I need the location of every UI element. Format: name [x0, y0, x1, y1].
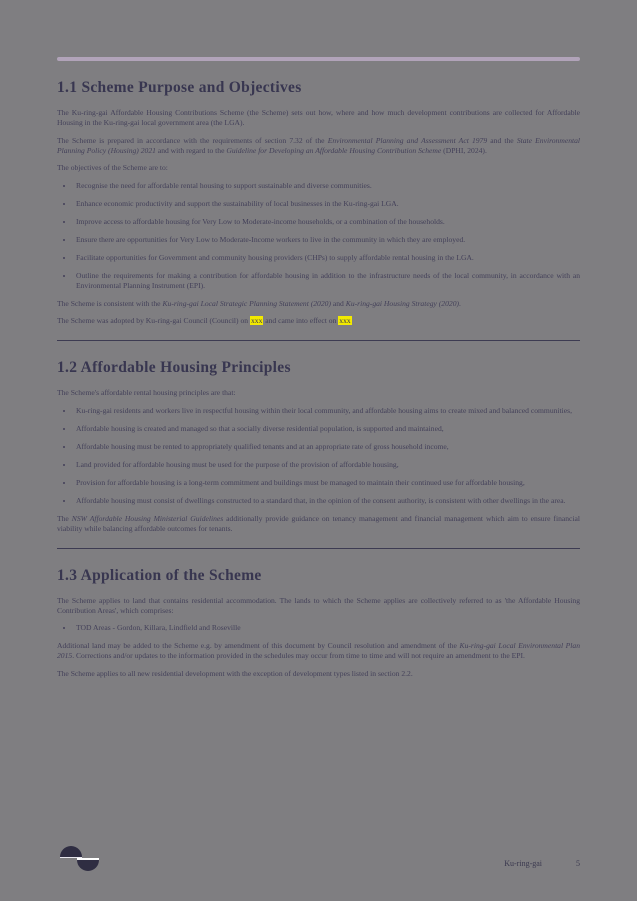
wave-logo-icon — [60, 845, 102, 871]
section-divider — [57, 547, 580, 549]
footer-text: Ku-ring-gai 5 — [504, 859, 580, 868]
footer-site-name: Ku-ring-gai — [504, 859, 542, 868]
list-item: Recognise the need for affordable rental… — [74, 181, 580, 191]
document-content: 1.1 Scheme Purpose and Objectives The Ku… — [57, 57, 580, 686]
page-footer: Ku-ring-gai 5 — [57, 845, 580, 875]
policy-title-text: State Environmental Planning Policy (Hou… — [57, 135, 581, 155]
strategy-title-text: Ku-ring-gai Local Strategic Planning Sta… — [162, 298, 331, 308]
text-segment: The Scheme is prepared in accordance wit… — [57, 135, 328, 145]
placeholder-date-highlight: xxx — [338, 316, 352, 326]
text-segment: (DPHI, 2024). — [441, 145, 487, 155]
text-segment: The — [57, 513, 72, 523]
list-item: Outline the requirements for making a co… — [74, 271, 580, 291]
section-heading-1-1: 1.1 Scheme Purpose and Objectives — [57, 79, 302, 96]
footer-page-number: 5 — [576, 859, 580, 868]
text-segment: and with regard to the — [155, 145, 227, 155]
wave-logo-bottom-half — [77, 858, 99, 871]
paragraph-principles-intro: The Scheme's affordable rental housing p… — [57, 388, 236, 398]
paragraph-scheme-preparation: The Scheme is prepared in accordance wit… — [57, 136, 580, 156]
strategy-title-text: Ku-ring-gai Housing Strategy (2020) — [345, 298, 460, 308]
list-item: Ku-ring-gai residents and workers live i… — [74, 406, 580, 416]
list-item: Provision for affordable housing is a lo… — [74, 478, 580, 488]
wave-logo-top-half — [60, 846, 82, 858]
section-affordable-housing-principles: 1.2 Affordable Housing Principles The Sc… — [57, 359, 580, 534]
text-segment: . Corrections and/or updates to the info… — [72, 651, 525, 661]
paragraph-ministerial-guidelines: The NSW Affordable Housing Ministerial G… — [57, 514, 580, 534]
paragraph-objectives-intro: The objectives of the Scheme are to: — [57, 163, 168, 173]
list-item: Affordable housing is created and manage… — [74, 424, 580, 434]
section-heading-1-2: 1.2 Affordable Housing Principles — [57, 359, 291, 377]
lep-title-text: Ku-ring-gai Local Environmental Plan 201… — [57, 641, 581, 661]
list-item: Enhance economic productivity and suppor… — [74, 199, 580, 209]
paragraph-adoption: The Scheme was adopted by Ku-ring-gai Co… — [57, 316, 580, 326]
placeholder-date-highlight: xxx — [249, 316, 264, 326]
text-segment: additionally provide guidance on tenancy… — [57, 513, 580, 533]
list-item: Ensure there are opportunities for Very … — [74, 235, 580, 245]
guideline-title-text: Guideline for Developing an Affordable H… — [226, 145, 442, 155]
text-segment: . — [459, 298, 461, 308]
text-segment: and the — [487, 135, 517, 145]
list-item: Land provided for affordable housing mus… — [74, 460, 580, 470]
section-divider — [57, 340, 580, 342]
paragraph-additional-land: Additional land may be added to the Sche… — [57, 641, 580, 661]
paragraph-application-scope: The Scheme applies to all new residentia… — [57, 668, 413, 678]
header-accent-bar — [57, 57, 580, 61]
list-item: Facilitate opportunities for Government … — [74, 253, 580, 263]
paragraph-application-intro: The Scheme applies to land that contains… — [57, 595, 580, 615]
paragraph-consistency: The Scheme is consistent with the Ku-rin… — [57, 299, 580, 309]
objectives-list: Recognise the need for affordable rental… — [57, 181, 580, 291]
principles-list: Ku-ring-gai residents and workers live i… — [57, 406, 580, 506]
paragraph-scheme-intro: The Ku-ring-gai Affordable Housing Contr… — [57, 108, 580, 128]
guidelines-title-text: NSW Affordable Housing Ministerial Guide… — [71, 513, 224, 523]
list-item: TOD Areas - Gordon, Killara, Lindfield a… — [74, 623, 580, 633]
text-segment: The Scheme is consistent with the — [57, 298, 163, 308]
text-segment: The Scheme was adopted by Ku-ring-gai Co… — [57, 316, 250, 326]
text-segment: and came into effect on — [263, 316, 339, 326]
section-application-of-scheme: 1.3 Application of the Scheme The Scheme… — [57, 567, 580, 679]
list-item: Affordable housing must be rented to app… — [74, 442, 580, 452]
text-segment: and — [330, 298, 346, 308]
section-heading-1-3: 1.3 Application of the Scheme — [57, 566, 262, 584]
list-item: Improve access to affordable housing for… — [74, 217, 580, 227]
contribution-areas-list: TOD Areas - Gordon, Killara, Lindfield a… — [57, 623, 580, 633]
list-item: Affordable housing must consist of dwell… — [74, 496, 580, 506]
text-segment: Additional land may be added to the Sche… — [57, 641, 460, 651]
section-scheme-purpose-and-objectives: 1.1 Scheme Purpose and Objectives The Ku… — [57, 79, 580, 326]
act-title-text: Environmental Planning and Assessment Ac… — [327, 135, 488, 145]
